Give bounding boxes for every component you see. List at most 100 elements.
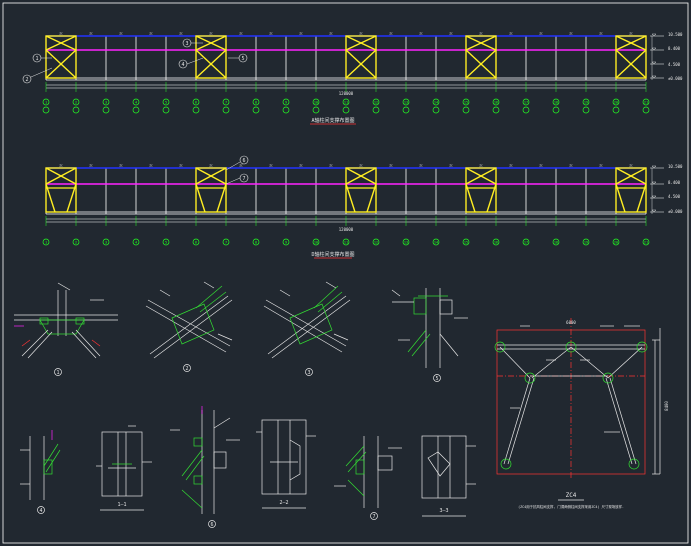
elevation-marker [651,61,657,65]
brace-diagonal [345,49,377,79]
portal-leg [465,183,476,213]
elevation-marker [651,47,657,51]
bay-top-mark: ZC [479,32,483,36]
brace-diagonal [195,167,227,185]
axis-bubble [72,106,80,114]
elevation-marker [651,75,657,79]
bay-top-mark: ZC [149,164,153,168]
axis-bubble [252,106,260,114]
axis-bubble [492,98,500,106]
bay-top-mark: ZC [359,32,363,36]
axis-bubble [582,238,590,246]
detail-2: 2 [145,281,233,372]
axis-bubble [372,238,380,246]
axis-bubble [222,238,230,246]
bay-top-mark: ZC [359,164,363,168]
bay-top-mark: ZC [569,32,573,36]
brace-diagonal [45,167,77,185]
axis-bubble-label: 5 [165,241,167,245]
axis-bubble [552,106,560,114]
brace-bay-box [345,35,377,79]
bay-top-mark: ZC [179,164,183,168]
bay-top-mark: ZC [119,164,123,168]
axis-bubble [162,238,170,246]
bay-top-mark: ZC [569,164,573,168]
elevation-b-elev-top: 10.500 [668,164,683,169]
brace-bay-box [345,167,377,213]
detail-1: 1 [14,282,118,376]
axis-bubble [282,98,290,106]
axis-bubble [102,238,110,246]
bay-top-mark: ZC [239,164,243,168]
axis-bubble-label: 17 [524,101,528,105]
axis-bubble-label: 13 [404,101,408,105]
axis-bubble-label: 12 [374,241,378,245]
elevation-a-callout-5: 5 [228,53,248,63]
axis-bubble [522,98,530,106]
elevation-marker [651,209,657,213]
bay-top-mark: ZC [389,164,393,168]
axis-bubble [552,98,560,106]
axis-bubble [132,238,140,246]
brace-diagonal [45,35,77,51]
axis-bubble [582,106,590,114]
axis-bubble-label: 21 [644,241,648,245]
brace-diagonal [465,167,497,185]
axis-bubble [222,106,230,114]
brace-diagonal [615,167,647,185]
axis-bubble [132,106,140,114]
axis-bubble [72,98,80,106]
portal-leg [216,183,227,213]
axis-bubble [342,98,350,106]
bay-top-mark: ZC [59,32,63,36]
brace-diagonal [195,35,227,51]
axis-bubble-label: 8 [255,101,257,105]
elevation-b-elev-mid: 4.500 [668,194,681,199]
elevation-marker [651,195,657,199]
bay-top-mark: ZC [299,32,303,36]
elevation-b-elev-ground: ±0.000 [668,209,683,214]
zc4-dim-height: 8400 [664,401,669,411]
axis-bubble-label: 11 [344,241,348,245]
elevation-a-callout-4: 4 [178,57,204,69]
elevation-b-callout-7: 7 [225,173,249,185]
svg-text:7: 7 [242,176,245,182]
detail-4: 4 [20,430,61,514]
brace-diagonal [45,49,77,79]
axis-bubble [462,238,470,246]
bay-top-mark: ZC [299,164,303,168]
bay-top-mark: ZC [269,164,273,168]
axis-bubble-label: 15 [464,101,468,105]
axis-bubble [312,106,320,114]
bay-top-mark: ZC [509,32,513,36]
elevation-a-elev-ground: ±0.000 [668,76,683,81]
axis-bubble [372,98,380,106]
brace-bay-box [615,35,647,79]
svg-text:5: 5 [241,56,244,62]
detail-1-tag: 1 [56,370,59,376]
elevation-a-callout-3: 3 [182,38,203,48]
axis-bubble-label: 20 [614,101,618,105]
bay-top-mark: ZC [479,164,483,168]
axis-bubble-label: 3 [105,101,107,105]
elevation-b-elev-tie: 8.400 [668,180,681,185]
axis-bubble [192,238,200,246]
elevation-marker [651,181,657,185]
bay-top-mark: ZC [539,32,543,36]
axis-bubble-label: 20 [614,241,618,245]
elevation-a-elev-mid: 4.500 [668,62,681,67]
axis-bubble [402,98,410,106]
axis-bubble [612,106,620,114]
axis-bubble-label: 4 [135,241,137,245]
bay-top-mark: ZC [419,164,423,168]
section-1-1: 1—1 [96,425,152,511]
portal-leg [345,183,356,213]
axis-bubble [42,238,50,246]
bay-top-mark: ZC [89,32,93,36]
axis-bubble-label: 18 [554,101,558,105]
brace-bay-box [465,167,497,213]
